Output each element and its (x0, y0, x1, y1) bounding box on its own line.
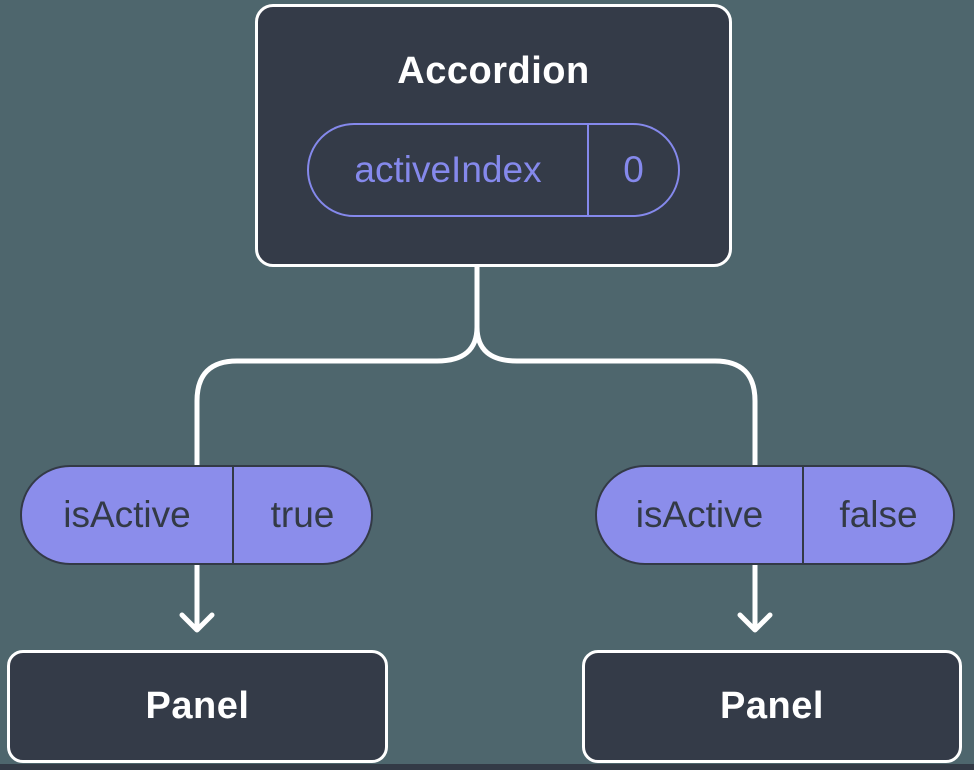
right-branch (474, 324, 758, 471)
arrow-down-icon (737, 561, 773, 633)
state-pill: activeIndex 0 (307, 123, 680, 217)
child-node-card-left: Panel (7, 650, 388, 763)
child-node-title: Panel (720, 685, 824, 727)
child-node-title: Panel (145, 685, 250, 727)
prop-pill-value: true (232, 467, 371, 563)
arrow-down-icon (179, 561, 215, 633)
child-node-card-right: Panel (582, 650, 962, 763)
prop-pill-label: isActive (63, 494, 191, 535)
state-pill-value: 0 (587, 125, 678, 215)
trunk-and-left-branch (194, 261, 480, 471)
state-pill-label: activeIndex (354, 149, 542, 190)
prop-pill-left: isActive true (20, 465, 373, 565)
prop-pill-value: false (802, 467, 953, 563)
prop-pill-label: isActive (635, 494, 764, 535)
root-node-card: Accordion activeIndex 0 (255, 4, 732, 267)
prop-pill-right: isActive false (595, 465, 955, 565)
page-background-edge (0, 764, 974, 770)
root-node-title: Accordion (397, 50, 590, 92)
